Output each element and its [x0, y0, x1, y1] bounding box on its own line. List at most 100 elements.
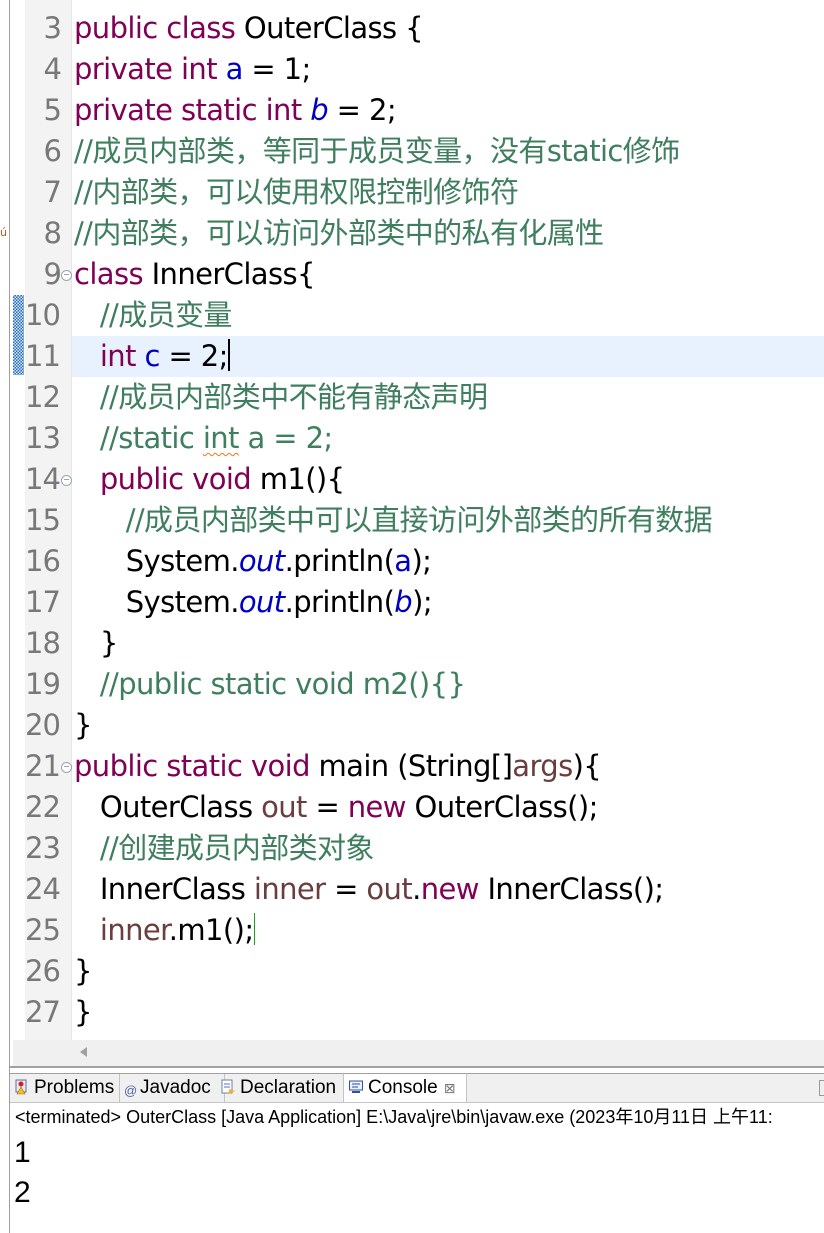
code-token: private static int [74, 93, 311, 127]
secondary-cursor-marker [253, 913, 255, 945]
tab-console[interactable]: Console ⊠ [343, 1073, 467, 1104]
code-line[interactable]: } [74, 992, 92, 1033]
code-line[interactable]: int c = 2; [74, 336, 230, 377]
code-line[interactable]: InnerClass inner = out.new InnerClass(); [74, 869, 664, 910]
code-token: } [74, 954, 92, 988]
code-line[interactable]: System.out.println(a); [74, 541, 432, 582]
tab-label: Console [368, 1077, 438, 1098]
code-token: int [202, 421, 240, 455]
code-line[interactable]: //内部类，可以使用权限控制修饰符 [74, 172, 519, 213]
line-number: 14 [25, 462, 61, 496]
code-line[interactable]: public void m1(){ [74, 459, 345, 500]
code-line[interactable]: } [74, 705, 92, 746]
code-token: } [74, 626, 118, 660]
code-token: = 1; [242, 52, 311, 86]
console-process-header: <terminated> OuterClass [Java Applicatio… [10, 1102, 824, 1132]
code-line[interactable]: //public static void m2(){} [74, 664, 466, 705]
code-token: OuterClass [74, 790, 262, 824]
code-token: m1(){ [259, 462, 345, 496]
code-token: = [325, 872, 367, 906]
javadoc-at-icon: @ [124, 1083, 138, 1098]
code-line[interactable]: public static void main (String[]args){ [74, 746, 602, 787]
code-token: public class [74, 11, 244, 45]
line-number: 8 [43, 216, 62, 250]
code-token: } [74, 995, 92, 1029]
line-number: 6 [43, 134, 62, 168]
code-token: new [347, 790, 415, 824]
fold-collapse-icon[interactable]: − [61, 762, 72, 773]
line-number: 25 [25, 913, 61, 947]
code-token: public void [74, 462, 260, 496]
code-token: class [74, 257, 152, 291]
code-token: InnerClass(); [487, 872, 664, 906]
line-number: 16 [25, 544, 61, 578]
code-line[interactable]: //成员内部类，等同于成员变量，没有static修饰 [74, 131, 680, 172]
line-number: 5 [43, 93, 62, 127]
console-output[interactable]: 1 2 [10, 1131, 824, 1233]
declaration-icon [220, 1076, 236, 1094]
code-token: OuterClass(); [414, 790, 599, 824]
code-token: //成员变量 [74, 298, 233, 332]
code-token: . [412, 872, 421, 906]
code-line[interactable]: //创建成员内部类对象 [74, 828, 375, 869]
code-token: inner [253, 872, 326, 906]
problems-icon [14, 1076, 30, 1095]
code-token: //static [74, 421, 203, 455]
code-line[interactable]: //成员内部类中可以直接访问外部类的所有数据 [74, 500, 713, 541]
code-token: InnerClass [74, 872, 254, 906]
code-token: out [261, 790, 307, 824]
code-line[interactable]: inner.m1(); [74, 910, 255, 951]
window-frame [9, 0, 10, 1233]
code-line[interactable]: //内部类，可以访问外部类中的私有化属性 [74, 213, 604, 254]
code-token: = 2; [159, 339, 228, 373]
code-token: //成员内部类中可以直接访问外部类的所有数据 [74, 503, 713, 537]
line-number: 17 [25, 585, 61, 619]
horizontal-scrollbar[interactable] [72, 1040, 824, 1066]
code-line[interactable]: private int a = 1; [74, 49, 311, 90]
line-number: 23 [25, 831, 61, 865]
tab-label: Problems [34, 1077, 115, 1098]
tab-declaration[interactable]: Declaration [216, 1074, 349, 1102]
line-number-gutter [25, 0, 71, 1040]
line-number: 22 [25, 790, 61, 824]
code-token: int [74, 339, 145, 373]
code-line[interactable]: //成员内部类中不能有静态声明 [74, 377, 488, 418]
fold-collapse-icon[interactable]: − [61, 475, 72, 486]
scrollbar-gutter-area [13, 1040, 72, 1066]
code-line[interactable]: OuterClass out = new OuterClass(); [74, 787, 599, 828]
code-line[interactable]: class InnerClass{ [74, 254, 315, 295]
code-token: main (String[] [318, 749, 513, 783]
line-number: 7 [43, 175, 62, 209]
code-line[interactable]: //static int a = 2; [74, 418, 333, 459]
code-token: a = 2; [238, 421, 333, 455]
tab-javadoc[interactable]: @Javadoc [120, 1074, 225, 1102]
code-token: args [512, 749, 573, 783]
console-header-text: <terminated> OuterClass [Java Applicatio… [15, 1107, 773, 1127]
line-number: 24 [25, 872, 61, 906]
code-token: inner [99, 913, 170, 947]
line-number: 13 [25, 421, 61, 455]
fold-collapse-icon[interactable]: − [61, 270, 72, 281]
line-number: 27 [25, 995, 61, 1029]
console-output-line: 2 [14, 1176, 31, 1209]
code-line[interactable]: } [74, 623, 118, 664]
code-line[interactable]: private static int b = 2; [74, 90, 397, 131]
code-line[interactable]: } [74, 951, 92, 992]
tab-problems[interactable]: Problems [10, 1074, 120, 1102]
line-number: 26 [25, 954, 61, 988]
close-tab-icon[interactable]: ⊠ [443, 1080, 456, 1096]
code-line[interactable]: public class OuterClass { [74, 8, 424, 49]
code-token: //public static void m2(){} [74, 667, 466, 701]
code-line[interactable]: //成员变量 [74, 295, 233, 336]
code-token: out [238, 585, 285, 619]
code-editor[interactable] [13, 0, 824, 1066]
scroll-left-arrow-icon[interactable] [80, 1047, 87, 1057]
code-line[interactable]: System.out.println(b); [74, 582, 433, 623]
side-marker-glyph: ú [0, 226, 7, 239]
view-menu-button[interactable] [819, 1080, 824, 1096]
code-token: System. [74, 544, 240, 578]
code-token: System. [74, 585, 240, 619]
quick-diff-change-marker[interactable] [13, 295, 24, 375]
console-icon [348, 1076, 364, 1093]
code-token: = [306, 790, 348, 824]
